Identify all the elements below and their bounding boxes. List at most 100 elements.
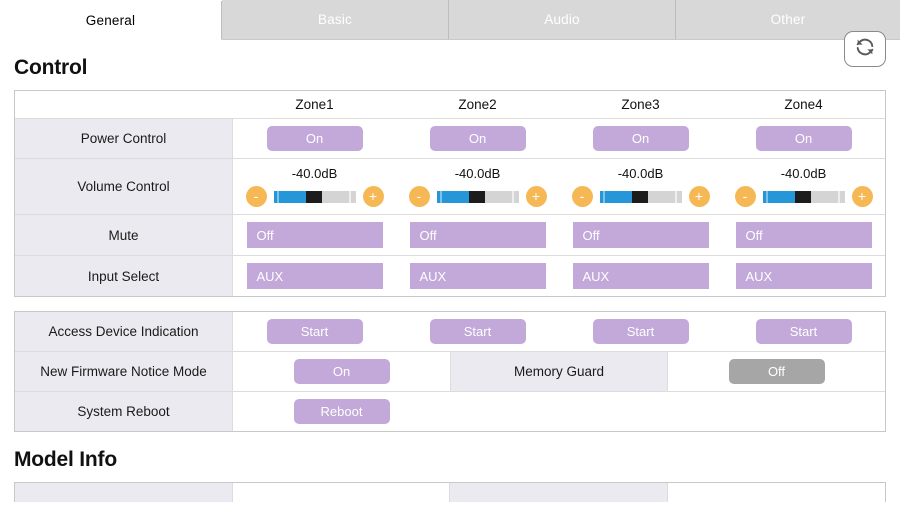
zone1-label: Zone1	[295, 97, 334, 112]
model-info-label-cell-2	[450, 483, 668, 502]
input-zone1-select[interactable]: AUX	[246, 263, 383, 289]
volume-zone3-slider-thumb[interactable]	[632, 190, 649, 203]
volume-zone3-slider-tick-left	[602, 190, 605, 203]
volume-zone2-slider-fill	[436, 190, 470, 203]
volume-zone1-slider[interactable]	[273, 190, 356, 203]
input-zone2-cell: AUX	[396, 256, 559, 296]
volume-zone2-slider-tick-left	[439, 190, 442, 203]
power-zone1-cell: On	[233, 119, 396, 158]
tab-basic[interactable]: Basic	[222, 0, 449, 39]
new-firmware-notice-mode-button[interactable]: On	[293, 359, 390, 384]
volume-zone4-increment-button[interactable]: +	[851, 186, 873, 207]
input-zone2-select[interactable]: AUX	[409, 263, 546, 289]
volume-zone3-slider[interactable]	[599, 190, 682, 203]
zone3-label: Zone3	[621, 97, 660, 112]
input-zone3-select[interactable]: AUX	[572, 263, 709, 289]
tab-audio-label: Audio	[544, 12, 580, 27]
volume-zone1-slider-thumb[interactable]	[306, 190, 323, 203]
zone1-header: Zone1	[233, 91, 396, 118]
volume-zone3-decrement-button[interactable]: -	[571, 186, 593, 207]
volume-zone3-cell: -40.0dB - +	[559, 159, 722, 214]
access-zone4-start-button[interactable]: Start	[755, 319, 852, 344]
power-zone4-button[interactable]: On	[755, 126, 852, 151]
volume-zone3-increment-button[interactable]: +	[688, 186, 710, 207]
row-mute: Mute Off Off Off Off	[15, 215, 885, 256]
mute-zone1-select[interactable]: Off	[246, 222, 383, 248]
volume-zone4-slider-thumb[interactable]	[795, 190, 812, 203]
power-zone4-cell: On	[722, 119, 885, 158]
access-zone3-cell: Start	[559, 312, 722, 351]
volume-zone1-slider-tick-left	[276, 190, 279, 203]
zone2-label: Zone2	[458, 97, 497, 112]
memory-guard-cell: Off	[668, 352, 885, 391]
system-reboot-group: System Reboot Reboot	[15, 392, 450, 431]
mute-zone2-cell: Off	[396, 215, 559, 255]
firmware-notice-cell: On	[233, 352, 450, 391]
volume-zone1-decrement-button[interactable]: -	[245, 186, 267, 207]
access-zone3-start-button[interactable]: Start	[592, 319, 689, 344]
control-table: Zone1 Zone2 Zone3 Zone4 Power Control On…	[14, 90, 886, 297]
volume-zone2-slider[interactable]	[436, 190, 519, 203]
power-zone3-button[interactable]: On	[592, 126, 689, 151]
system-reboot-button[interactable]: Reboot	[293, 399, 390, 424]
volume-zone4-slider-tick-left	[765, 190, 768, 203]
volume-zone3-slider-tick-right	[674, 190, 677, 203]
tab-other[interactable]: Other	[676, 0, 900, 39]
row-system-reboot: System Reboot Reboot	[15, 392, 885, 431]
page-content: Control Zone1 Zone2 Zone3	[0, 31, 900, 502]
volume-zone2-cell: -40.0dB - +	[396, 159, 559, 214]
input-zone4-select[interactable]: AUX	[735, 263, 872, 289]
row-power-control: Power Control On On On On	[15, 119, 885, 159]
model-info-table	[14, 482, 886, 502]
row-input-select: Input Select AUX AUX AUX AUX	[15, 256, 885, 296]
access-zone4-cell: Start	[722, 312, 885, 351]
power-zone1-button[interactable]: On	[266, 126, 363, 151]
volume-zone2-increment-button[interactable]: +	[525, 186, 547, 207]
mute-label: Mute	[15, 215, 233, 255]
access-zone1-cell: Start	[233, 312, 396, 351]
mute-zone1-cell: Off	[233, 215, 396, 255]
system-reboot-label: System Reboot	[15, 392, 233, 431]
mute-zone2-select[interactable]: Off	[409, 222, 546, 248]
refresh-button[interactable]	[844, 31, 886, 67]
zone-header-row: Zone1 Zone2 Zone3 Zone4	[15, 91, 885, 119]
volume-zone2-slider-tick-right	[511, 190, 514, 203]
tab-bar: General Basic Audio Other	[0, 0, 900, 40]
volume-zone2-decrement-button[interactable]: -	[408, 186, 430, 207]
volume-zone4-value: -40.0dB	[780, 166, 827, 181]
row-firmware-memoryguard: New Firmware Notice Mode On Memory Guard…	[15, 352, 885, 392]
volume-zone1-cell: -40.0dB - +	[233, 159, 396, 214]
memory-guard-button[interactable]: Off	[728, 359, 825, 384]
system-reboot-empty-right	[450, 392, 885, 431]
volume-zone3-slider-fill	[599, 190, 633, 203]
zone2-header: Zone2	[396, 91, 559, 118]
volume-zone4-decrement-button[interactable]: -	[734, 186, 756, 207]
zone4-header: Zone4	[722, 91, 885, 118]
tab-audio[interactable]: Audio	[449, 0, 676, 39]
control-title-row: Control	[14, 31, 886, 90]
power-control-label: Power Control	[15, 119, 233, 158]
zone4-label: Zone4	[784, 97, 823, 112]
model-info-value-cell-2	[667, 483, 885, 502]
memory-guard-group: Memory Guard Off	[450, 352, 885, 391]
volume-zone1-increment-button[interactable]: +	[362, 186, 384, 207]
tab-general[interactable]: General	[0, 1, 222, 40]
zone3-header: Zone3	[559, 91, 722, 118]
input-zone1-cell: AUX	[233, 256, 396, 296]
mute-zone4-select[interactable]: Off	[735, 222, 872, 248]
volume-zone4-slider[interactable]	[762, 190, 845, 203]
power-zone2-button[interactable]: On	[429, 126, 526, 151]
volume-control-label: Volume Control	[15, 159, 233, 214]
model-info-value-cell-1	[232, 483, 450, 502]
row-volume-control: Volume Control -40.0dB - + -40.0dB	[15, 159, 885, 215]
input-zone4-cell: AUX	[722, 256, 885, 296]
volume-zone4-cell: -40.0dB - +	[722, 159, 885, 214]
mute-zone3-select[interactable]: Off	[572, 222, 709, 248]
access-zone2-start-button[interactable]: Start	[429, 319, 526, 344]
header-corner-cell	[15, 91, 233, 118]
access-zone1-start-button[interactable]: Start	[266, 319, 363, 344]
volume-zone4-slider-tick-right	[837, 190, 840, 203]
volume-zone2-value: -40.0dB	[454, 166, 501, 181]
access-zone2-cell: Start	[396, 312, 559, 351]
volume-zone2-slider-thumb[interactable]	[469, 190, 486, 203]
